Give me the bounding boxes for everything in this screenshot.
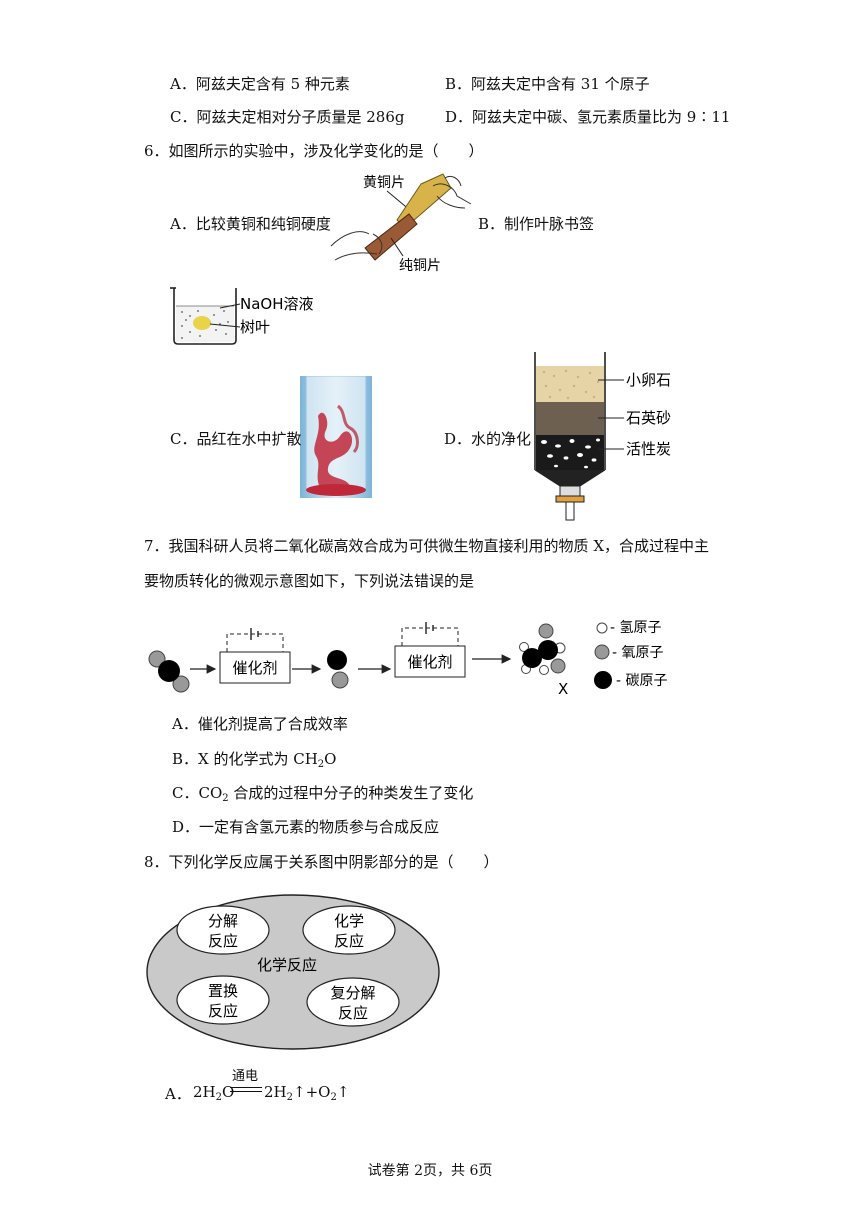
- water-purifier-figure: 小卵石 石英砂 活性炭: [534, 352, 671, 521]
- q7-option-b: B．X 的化学式为 CH2O: [172, 750, 337, 770]
- combination-label-2: 反应: [334, 932, 364, 950]
- q6-option-c: C．品红在水中扩散: [170, 430, 302, 448]
- fig-a-label-bottom: 纯铜片: [399, 258, 441, 274]
- decomposition-label-1: 分解: [208, 912, 238, 930]
- q5-option-b: B．阿兹夫定中含有 31 个原子: [445, 75, 650, 93]
- q7-stem-line1: 7．我国科研人员将二氧化碳高效合成为可供微生物直接利用的物质 X，合成过程中主: [144, 537, 709, 555]
- fig-b-label-solution: NaOH溶液: [240, 295, 314, 313]
- fig-b-label-leaf: 树叶: [240, 318, 270, 336]
- fig-d-label-sand: 石英砂: [626, 409, 671, 427]
- catalyst-label-2: 催化剂: [407, 653, 452, 671]
- fig-d-label-gravel: 小卵石: [626, 371, 671, 389]
- equals-bar-top: [230, 1087, 262, 1088]
- q8-stem: 8．下列化学反应属于关系图中阴影部分的是（ ）: [144, 853, 499, 871]
- legend-hydrogen: - 氢原子: [610, 620, 662, 636]
- q6-option-a: A．比较黄铜和纯铜硬度: [170, 215, 331, 233]
- q8-option-a-products: 2H2↑+O2↑: [264, 1083, 350, 1103]
- double-decomposition-label-1: 复分解: [330, 984, 375, 1002]
- displacement-label-2: 反应: [208, 1002, 238, 1020]
- q5-option-d: D．阿兹夫定中碳、氢元素质量比为 9∶11: [445, 108, 731, 126]
- decomposition-label-2: 反应: [208, 932, 238, 950]
- equals-bar-bottom: [230, 1091, 262, 1092]
- q6-option-b: B．制作叶脉书签: [478, 215, 595, 233]
- legend-carbon: - 碳原子: [616, 673, 668, 689]
- q8-option-a-label: A．: [165, 1085, 191, 1103]
- co2-synthesis-diagram: 催化剂 催化剂 X - 氢原子 - 氧原子 - 碳原子: [148, 620, 668, 698]
- naoh-beaker-figure: NaOH溶液 树叶: [170, 287, 314, 345]
- q7-option-c: C．CO2 合成的过程中分子的种类发生了变化: [172, 784, 474, 804]
- q7-option-d: D．一定有含氢元素的物质参与合成反应: [172, 818, 440, 836]
- catalyst-label-1: 催化剂: [232, 659, 277, 677]
- q8-option-a-condition: 通电: [232, 1069, 259, 1084]
- displacement-label-1: 置换: [208, 982, 238, 1000]
- q7-option-a: A．催化剂提高了合成效率: [172, 715, 348, 733]
- q8-option-a-reactant: 2H2O: [193, 1083, 235, 1103]
- fig-d-label-carbon: 活性炭: [626, 440, 671, 458]
- chemical-reaction-label: 化学反应: [257, 956, 317, 974]
- q5-option-c: C．阿兹夫定相对分子质量是 286g: [170, 108, 405, 126]
- q6-option-d: D．水的净化: [444, 430, 532, 448]
- dye-diffusion-photo: [300, 376, 372, 498]
- q5-option-a: A．阿兹夫定含有 5 种元素: [170, 75, 350, 93]
- reaction-relationship-diagram: 分解 反应 化学 反应 化学反应 置换 反应 复分解 反应: [146, 894, 440, 1050]
- x-label: X: [558, 680, 568, 698]
- q6-stem: 6．如图所示的实验中，涉及化学变化的是（ ）: [144, 142, 484, 160]
- page-footer: 试卷第 2页，共 6页: [367, 1163, 493, 1179]
- combination-label-1: 化学: [334, 912, 364, 930]
- q7-stem-line2: 要物质转化的微观示意图如下，下列说法错误的是: [144, 572, 475, 590]
- double-decomposition-label-2: 反应: [338, 1004, 368, 1022]
- legend-oxygen: - 氧原子: [612, 645, 664, 661]
- fig-a-label-top: 黄铜片: [363, 174, 405, 191]
- brass-copper-figure: 黄铜片 纯铜片: [330, 173, 472, 274]
